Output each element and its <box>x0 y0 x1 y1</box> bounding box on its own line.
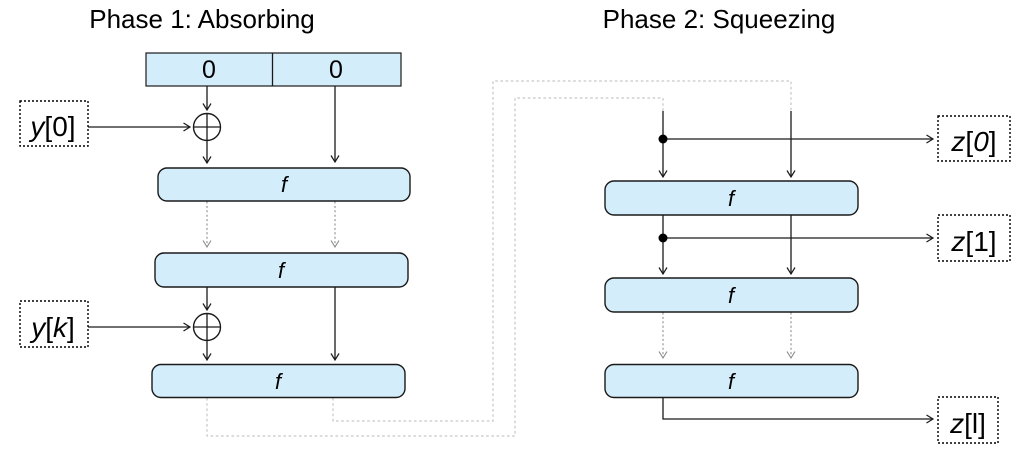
f-box-phase1-3-label: f <box>275 369 284 394</box>
f-box-phase2-3 <box>604 363 859 399</box>
feedback-path-left-port <box>206 97 664 437</box>
zl-var: z <box>949 408 964 439</box>
zl-index: [l] <box>964 408 986 439</box>
y0-var: y <box>28 111 46 142</box>
yk-var: y <box>29 312 47 343</box>
output-line-zl <box>662 397 935 424</box>
state-register <box>145 52 402 87</box>
xor-node-bottom <box>192 312 222 342</box>
yk-index: k <box>53 312 69 343</box>
input-label-y0: y[0] <box>28 111 75 142</box>
junction-dot <box>658 134 668 144</box>
z1-index: [1] <box>965 226 996 257</box>
f-box-phase1-2 <box>154 252 409 288</box>
feedback-routing <box>206 80 792 437</box>
output-label-zl: z[l] <box>949 408 986 439</box>
phase2-arrows <box>658 111 935 424</box>
state-cell-right: 0 <box>329 56 343 84</box>
f-box-phase1-2-label: f <box>278 258 287 283</box>
output-box-zl <box>937 396 999 444</box>
phase1-arrows <box>88 86 340 362</box>
state-cell-left: 0 <box>202 56 216 84</box>
f-box-phase2-3-label: f <box>728 369 737 394</box>
z1-var: z <box>950 226 965 257</box>
y0-index: [0] <box>44 111 75 142</box>
z0-var: z <box>950 126 965 157</box>
phase1-title: Phase 1: Absorbing <box>89 4 315 34</box>
z0-open: [ <box>965 126 973 157</box>
f-box-phase1-3 <box>151 363 406 399</box>
f-box-phase1-1-label: f <box>281 172 290 197</box>
f-box-phase1-1 <box>157 167 411 202</box>
input-label-yk: y[k] <box>29 312 75 343</box>
output-label-z0: z[0] <box>950 126 996 157</box>
junction-dot <box>658 233 668 243</box>
yk-close: ] <box>67 312 75 343</box>
z0-close: ] <box>989 126 997 157</box>
f-box-phase2-2 <box>604 277 859 313</box>
f-box-phase2-1 <box>604 180 859 216</box>
output-box-z0 <box>937 115 1011 162</box>
z0-index: 0 <box>973 126 989 157</box>
output-box-z1 <box>937 214 1011 262</box>
input-box-yk <box>19 300 89 348</box>
phase2-title: Phase 2: Squeezing <box>603 4 836 34</box>
xor-node-top <box>192 112 222 142</box>
f-box-phase2-1-label: f <box>728 186 737 211</box>
output-label-z1: z[1] <box>950 226 996 257</box>
f-box-phase2-2-label: f <box>728 283 737 308</box>
input-box-y0 <box>19 100 89 147</box>
yk-open: [ <box>45 312 53 343</box>
